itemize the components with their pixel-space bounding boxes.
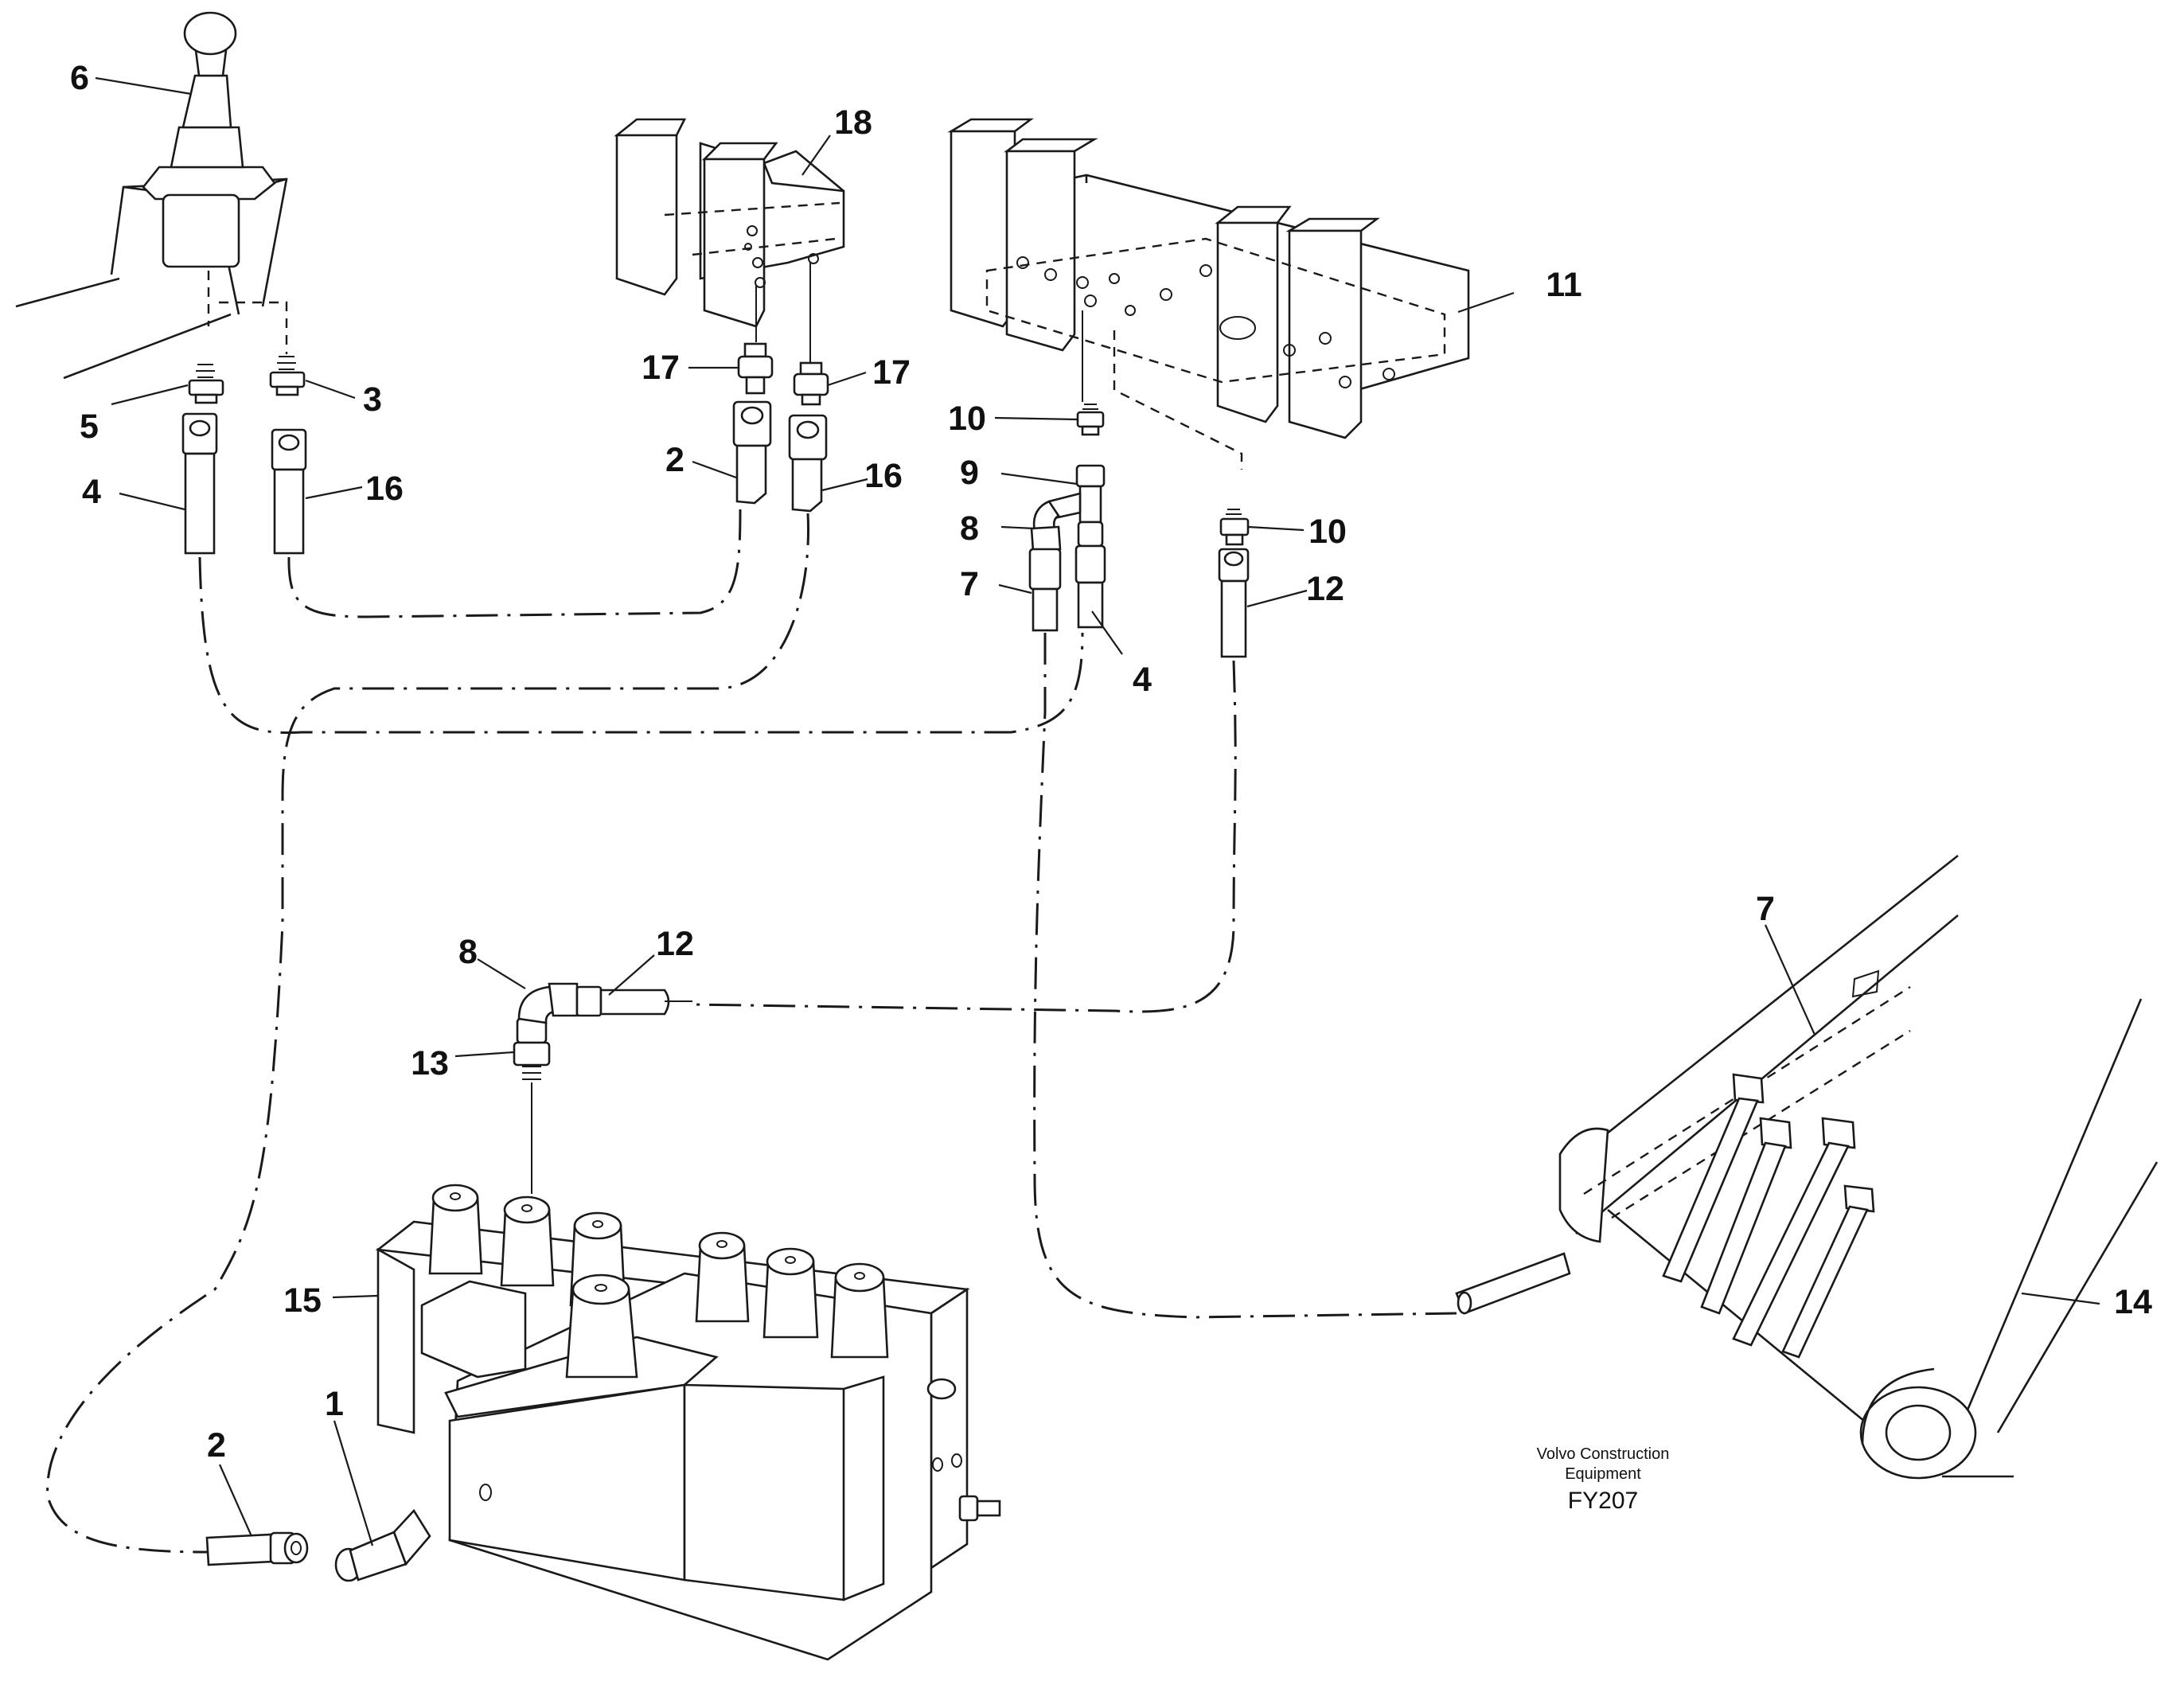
label-1: 1 <box>325 1385 344 1423</box>
fitting-17-right <box>793 361 829 406</box>
elbow-fitting-1 <box>334 1508 431 1582</box>
hose-16-left <box>271 428 307 555</box>
label-12-lower: 12 <box>656 925 694 963</box>
label-7-upper: 7 <box>960 565 979 603</box>
label-4-right: 4 <box>1133 661 1152 699</box>
label-10-lower: 10 <box>1308 513 1347 551</box>
solenoid-cap-2 <box>500 1195 555 1287</box>
label-15: 15 <box>283 1281 322 1320</box>
hose-16-middle <box>788 414 828 513</box>
hose-7-upper <box>1028 548 1062 632</box>
port-plug <box>958 1495 1001 1522</box>
label-2-upper: 2 <box>665 441 684 479</box>
fitting-17-left <box>737 342 774 395</box>
label-16-left: 16 <box>365 470 404 508</box>
credit-block: Volvo Construction Equipment FY207 <box>1537 1445 1670 1514</box>
label-14: 14 <box>2114 1283 2152 1321</box>
adapter-fitting-5 <box>188 364 224 404</box>
adapter-13 <box>513 1017 551 1194</box>
hose-12-lower <box>575 985 692 1017</box>
label-6: 6 <box>70 59 89 97</box>
label-17-right: 17 <box>872 353 911 392</box>
label-3: 3 <box>363 380 382 419</box>
hose-4-left <box>181 412 218 555</box>
label-13: 13 <box>411 1044 449 1082</box>
boom-bolt-3 <box>1732 1117 1856 1347</box>
fitting-10-lower <box>1219 509 1250 546</box>
hose-2-upper <box>732 400 772 505</box>
label-8-upper: 8 <box>960 509 979 548</box>
label-12-upper: 12 <box>1306 570 1344 608</box>
solenoid-cap-5 <box>695 1231 750 1323</box>
boom-14 <box>1455 854 2159 1480</box>
hose-2-lower <box>205 1531 309 1566</box>
solenoid-cap-4 <box>565 1273 638 1379</box>
valve-block-18 <box>614 118 845 366</box>
label-8-lower: 8 <box>458 933 478 971</box>
drawing-code: FY207 <box>1568 1488 1638 1514</box>
label-7-lower: 7 <box>1756 890 1775 928</box>
credit-company: Volvo Construction <box>1537 1445 1670 1463</box>
hose-12-upper <box>1218 548 1250 658</box>
label-16-middle: 16 <box>864 457 903 495</box>
boom-bolt-1 <box>1662 1073 1765 1283</box>
hose-4-right <box>1074 544 1106 629</box>
boom-bolt-4 <box>1781 1184 1875 1359</box>
credit-equipment: Equipment <box>1565 1465 1641 1483</box>
label-2-lower: 2 <box>207 1426 226 1465</box>
solenoid-cap-1 <box>428 1184 483 1275</box>
valve-block-11 <box>947 118 1470 470</box>
label-9: 9 <box>960 454 979 492</box>
leader-lines <box>95 76 2100 1546</box>
elbow-fitting-8-lower <box>517 982 579 1024</box>
elbow-fitting-8-upper <box>1030 500 1062 552</box>
solenoid-cap-6 <box>762 1247 819 1339</box>
tee-fitting-9 <box>1047 464 1106 548</box>
label-18: 18 <box>834 103 872 142</box>
label-17-left: 17 <box>642 349 680 387</box>
part-labels: 6 5 3 4 16 18 17 17 2 16 11 10 9 8 7 4 1… <box>70 59 2152 1465</box>
boom-bolt-2 <box>1700 1117 1792 1315</box>
solenoid-valve-15 <box>375 1184 1001 1661</box>
adapter-fitting-3 <box>269 356 306 396</box>
label-4-left: 4 <box>82 473 101 511</box>
label-10-upper: 10 <box>948 400 986 438</box>
label-5: 5 <box>80 408 99 446</box>
hose-routing-lines <box>46 509 1457 1554</box>
fitting-10-upper <box>1076 404 1105 436</box>
label-11: 11 <box>1546 266 1581 304</box>
solenoid-cap-7 <box>830 1262 889 1359</box>
control-lever-assembly <box>15 11 288 380</box>
